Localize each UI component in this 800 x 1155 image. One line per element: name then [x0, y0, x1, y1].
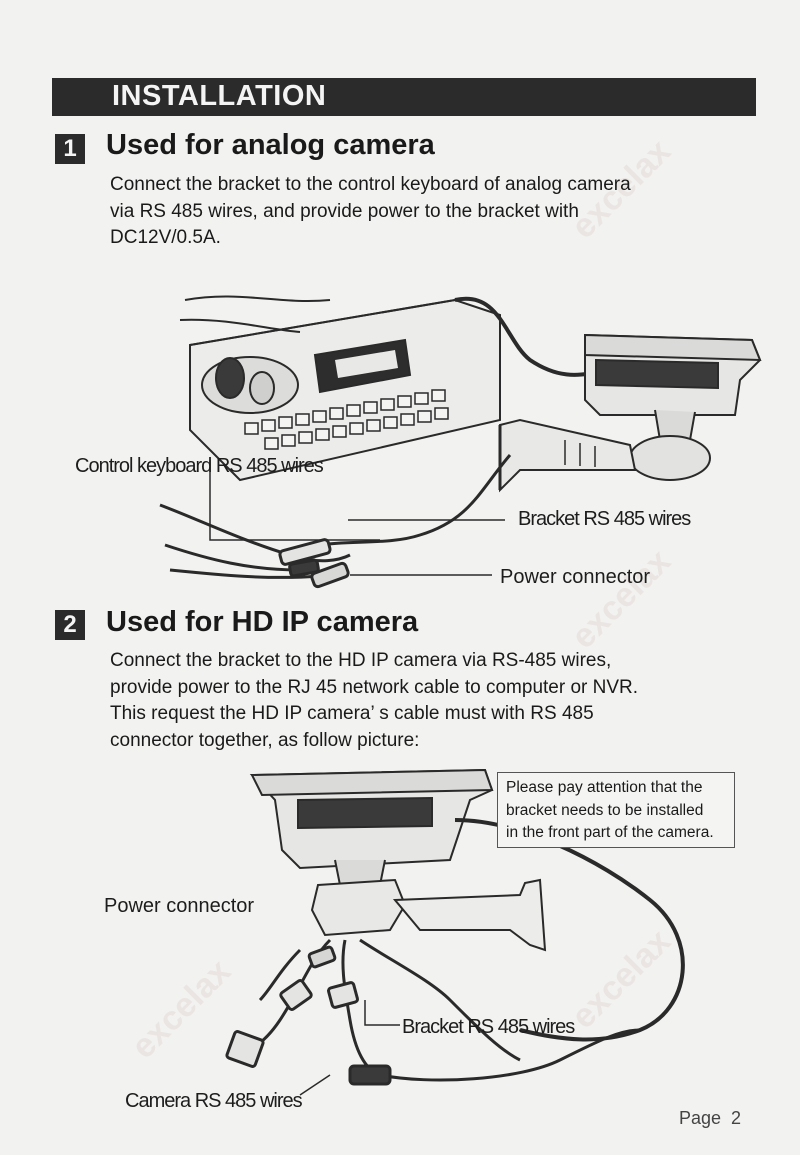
section-1-text: Connect the bracket to the control keybo… — [110, 172, 770, 252]
bracket-wires-label: Bracket RS 485 wires — [402, 1016, 575, 1038]
page-title: INSTALLATION — [112, 80, 327, 112]
section-2-text: Connect the bracket to the HD IP camera … — [110, 648, 770, 754]
keyboard-wires-label: Control keyboard RS 485 wires — [75, 455, 324, 477]
note-line: Please pay attention that the — [506, 779, 703, 796]
section-2-number: 2 — [55, 610, 85, 640]
control-keyboard-illustration — [179, 295, 601, 482]
installation-note: Please pay attention that the bracket ne… — [497, 772, 735, 848]
text-line: Connect the bracket to the HD IP camera … — [110, 650, 612, 671]
section-1-number: 1 — [55, 134, 85, 164]
text-line: DC12V/0.5A. — [110, 227, 221, 248]
power-connector-label: Power connector — [500, 566, 651, 588]
text-line: connector together, as follow picture: — [110, 729, 420, 751]
diagram-1-leaders — [348, 519, 505, 576]
note-line: in the front part of the camera. — [506, 824, 714, 841]
diagram-2-leaders — [299, 1000, 400, 1096]
diagram-1-wires — [159, 454, 512, 589]
power-connector-label: Power connector — [104, 895, 255, 917]
text-line: Connect the bracket to the control keybo… — [110, 174, 631, 195]
page-number: Page 2 — [679, 1108, 742, 1128]
diagram-2-wires — [225, 938, 641, 1086]
camera-illustration — [498, 333, 762, 493]
camera-2-illustration — [249, 768, 685, 1042]
section-1-title: Used for analog camera — [106, 129, 435, 161]
bracket-wires-label: Bracket RS 485 wires — [518, 508, 691, 530]
text-line: provide power to the RJ 45 network cable… — [110, 676, 639, 698]
note-line: bracket needs to be installed — [506, 801, 704, 819]
text-line: via RS 485 wires, and provide power to t… — [110, 200, 579, 222]
text-line: This request the HD IP camera’ s cable m… — [110, 703, 594, 724]
section-2-title: Used for HD IP camera — [106, 606, 419, 638]
section-header-bar: INSTALLATION — [52, 78, 756, 116]
camera-wires-label: Camera RS 485 wires — [125, 1090, 303, 1112]
